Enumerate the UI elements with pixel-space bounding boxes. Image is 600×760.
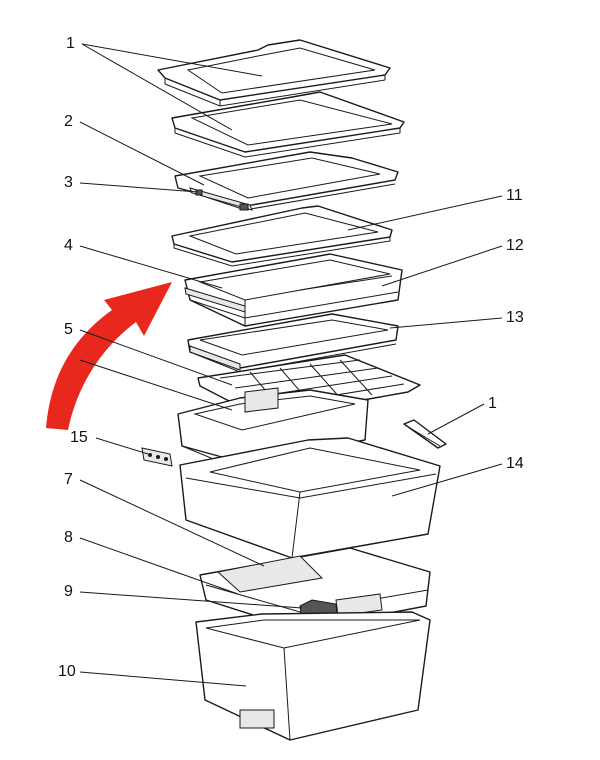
part-frame-rail — [174, 151, 399, 211]
part-shelf-second — [171, 91, 405, 158]
callout-part-2: 2 — [64, 113, 73, 130]
part-rail-tray — [187, 313, 399, 373]
callout-labels: 1 2 3 11 4 12 13 5 1 15 14 7 8 9 10 — [58, 35, 524, 680]
callout-part-10: 10 — [58, 663, 76, 680]
callout-part-1-top: 1 — [66, 35, 75, 52]
callout-part-13: 13 — [506, 309, 524, 326]
part-glass-shelf — [171, 205, 393, 267]
part-crisper-tray — [184, 253, 403, 327]
callout-part-12: 12 — [506, 237, 524, 254]
callout-part-1-bracket: 1 — [488, 395, 497, 412]
part-large-drawer — [179, 437, 441, 559]
callout-part-3: 3 — [64, 174, 73, 191]
callout-part-9: 9 — [64, 583, 73, 600]
callout-part-15: 15 — [70, 429, 88, 446]
callout-part-5: 5 — [64, 321, 73, 338]
callout-part-14: 14 — [506, 455, 524, 472]
part-connector — [141, 447, 173, 467]
callout-part-11: 11 — [506, 187, 523, 204]
callout-part-7: 7 — [64, 471, 73, 488]
leader-lines — [79, 43, 503, 687]
callout-part-4: 4 — [64, 237, 73, 254]
part-small-bracket — [403, 419, 447, 449]
callout-part-8: 8 — [64, 529, 73, 546]
part-shelf-top — [157, 39, 391, 107]
rotation-arrow-icon — [46, 282, 172, 430]
part-bottom-bin — [195, 611, 431, 741]
